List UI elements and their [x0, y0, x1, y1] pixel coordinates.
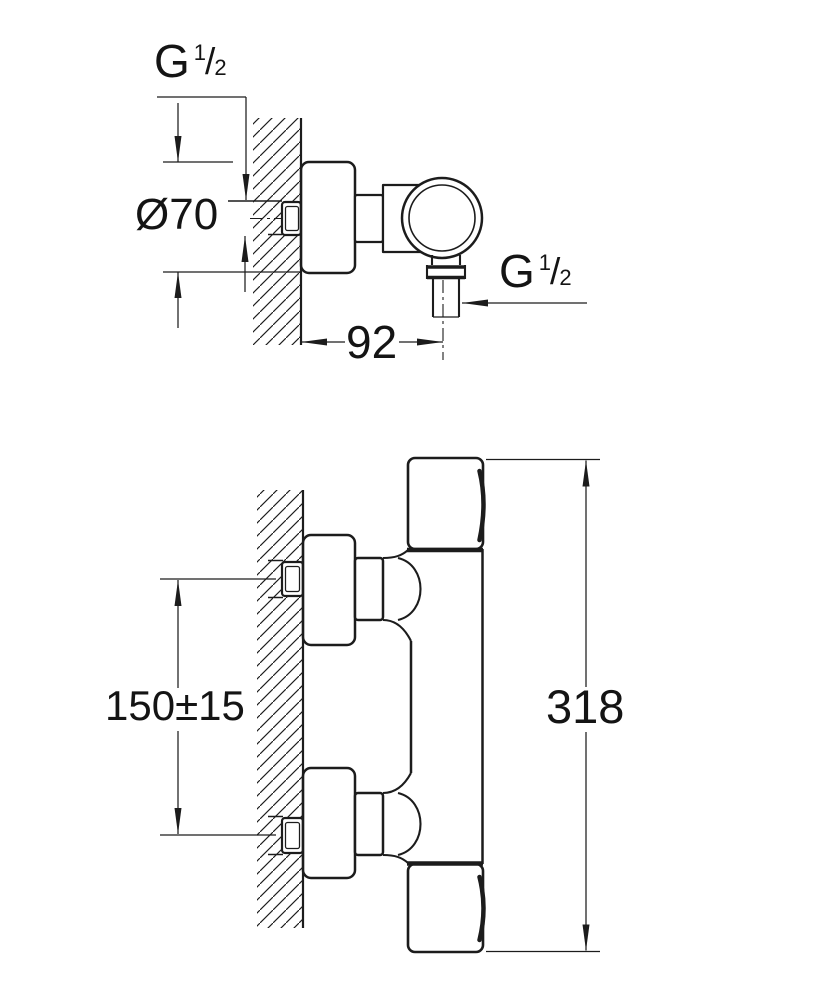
dim150-extension-lines — [160, 578, 276, 836]
escutcheon-diameter-label: Ø70 — [135, 190, 219, 239]
handle-circle-inner — [408, 184, 476, 252]
front-view — [160, 456, 600, 954]
union-nut-top — [353, 556, 385, 622]
inlet-pipe-stub-lines — [228, 200, 282, 236]
inlet-pipe-nut-top-inner — [284, 565, 301, 593]
handle-circle-outer — [400, 176, 484, 260]
union-nut-bottom — [353, 791, 385, 857]
thread-prefix: G — [499, 245, 535, 297]
escutcheon-side-view — [299, 160, 357, 275]
outlet-neck — [430, 255, 462, 265]
knob-top-shading-arc — [477, 468, 486, 543]
thread-denominator: 2 — [214, 55, 227, 80]
outlet-hose-nut — [425, 265, 467, 280]
inlet-port-bottom — [382, 772, 422, 864]
thread-prefix: G — [154, 35, 190, 87]
knob-bottom-shading-arc — [477, 874, 486, 943]
thread-numerator: 1 — [193, 40, 207, 65]
thread-numerator: 1 — [538, 250, 552, 275]
escutcheon-bottom — [301, 766, 357, 880]
dia70-extension-lines — [163, 161, 302, 273]
handle-knob-top — [406, 456, 485, 551]
inlet-port-top — [382, 549, 422, 642]
dim318-extension-lines — [486, 458, 600, 953]
side-view — [157, 96, 587, 360]
overall-height-dimension-label: 318 — [546, 680, 625, 733]
outlet-pipe — [431, 279, 461, 317]
wall-hatch — [257, 490, 303, 928]
handle-knob-bottom — [406, 862, 485, 954]
wall-to-outlet-dimension-label: 92 — [346, 316, 398, 368]
inlet-pipe-stub-lines — [268, 559, 283, 856]
thread-denominator: 2 — [559, 265, 572, 290]
inlet-spacing-dimension-label: 150±15 — [105, 682, 245, 729]
escutcheon-top — [301, 533, 357, 647]
union-nut-side-view — [353, 193, 385, 244]
thread-slash: / — [205, 41, 216, 82]
inlet-pipe-nut-bottom-inner — [284, 821, 301, 850]
inlet-pipe-nut-inner — [284, 205, 300, 232]
thread-slash: / — [550, 251, 561, 292]
